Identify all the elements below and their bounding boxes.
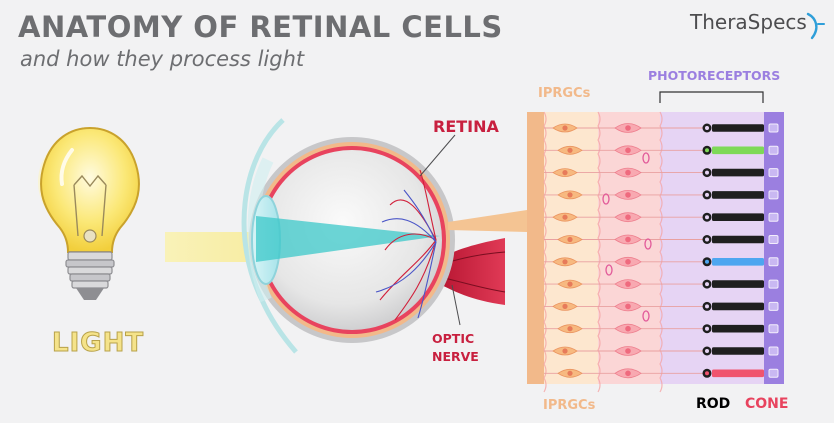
cell-row (544, 234, 779, 245)
epithelium-cell (768, 257, 779, 267)
page-title: ANATOMY OF RETINAL CELLS (18, 10, 503, 44)
eye-cross-section (241, 118, 506, 354)
rod-cell (702, 212, 764, 222)
light-bulb-icon (38, 126, 140, 300)
amacrine-cell (642, 152, 650, 164)
membrane-boundary (543, 111, 547, 393)
epithelium-cell (768, 235, 779, 244)
rod-cell (702, 190, 764, 200)
iprgcs-label-bottom: IPRGCs (543, 398, 596, 413)
rod-cell (702, 324, 764, 334)
epithelium-cell (768, 168, 779, 178)
cell-row (544, 279, 779, 289)
epithelium-cell (768, 301, 779, 311)
optic-label-line1: OPTIC (432, 331, 475, 346)
light-label: LIGHT (51, 328, 145, 359)
rod-cell (702, 235, 764, 244)
amacrine-cell (642, 310, 650, 322)
epithelium-cell (768, 346, 779, 356)
membrane-boundary (597, 111, 601, 393)
brand-logo: TheraSpecs (690, 10, 807, 34)
rod-cell (702, 301, 764, 311)
iprgcs-label-top: IPRGCs (538, 86, 591, 101)
epithelium-cell (768, 279, 779, 289)
epithelium-cell (768, 324, 779, 334)
cell-row (544, 123, 779, 133)
amacrine-cell (644, 238, 652, 250)
epithelium-cell (768, 145, 779, 155)
rod-cell (702, 168, 764, 178)
optic-label-line2: NERVE (432, 349, 479, 365)
page-subtitle: and how they process light (20, 47, 305, 71)
rod-cell (702, 346, 764, 356)
optic-nerve-label: OPTIC NERVE (432, 330, 479, 366)
epithelium-cell (768, 123, 779, 133)
cone-label: CONE (745, 396, 789, 412)
epithelium-cell (768, 190, 779, 200)
retina-label: RETINA (433, 117, 499, 136)
cone-cell (702, 145, 764, 155)
cell-row (544, 212, 779, 223)
zoom-wedge (448, 210, 527, 232)
photoreceptors-label: PHOTORECEPTORS (648, 68, 781, 83)
cell-row (544, 323, 779, 334)
membrane-boundary (659, 111, 663, 393)
amacrine-cell (602, 193, 610, 205)
epithelium-cell (768, 368, 779, 378)
cone-cell (702, 368, 764, 378)
retina-layers-panel (527, 111, 784, 393)
cell-row (544, 167, 779, 178)
epithelium-cell (768, 212, 779, 222)
photoreceptors-bracket (659, 91, 764, 103)
cell-row (544, 346, 779, 356)
cell-row (544, 301, 779, 312)
cell-row (544, 190, 779, 200)
rod-cell (702, 123, 764, 133)
theraspecs-logo-icon (806, 12, 825, 40)
amacrine-cell (605, 264, 613, 276)
cone-cell (702, 257, 764, 267)
cell-row (544, 368, 779, 379)
rod-label: ROD (696, 396, 731, 412)
cell-row (544, 145, 779, 156)
cell-row (544, 256, 779, 267)
rod-cell (702, 279, 764, 289)
